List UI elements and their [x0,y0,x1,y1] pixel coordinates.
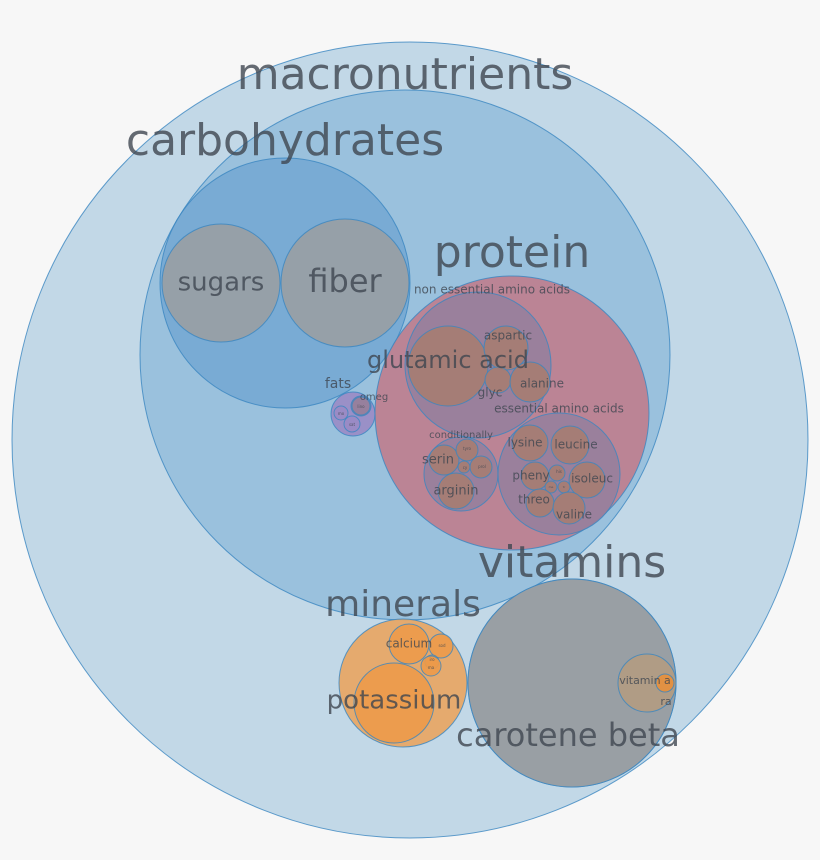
sugars-circle[interactable] [161,223,281,343]
serin-label: serin [422,453,454,468]
glyc-label: glyc [478,386,503,400]
aspartic-label: aspartic [484,329,532,343]
serin-circle[interactable] [428,444,460,476]
calcium-label: calcium [386,637,433,651]
minerals-label: minerals [325,584,481,625]
carbohydrates-label: carbohydrates [126,115,444,166]
sodium-circle[interactable] [428,633,454,659]
alanine-label: alanine [520,377,564,391]
magnesium-circle[interactable] [420,655,442,677]
lino-label: lino [357,404,365,409]
sat-circle[interactable] [343,415,361,433]
mono-circle[interactable] [333,405,349,421]
sugars-label: sugars [178,268,265,298]
threo-label: threo [518,493,550,507]
lysine-circle[interactable] [511,424,549,462]
cy-label: cy [463,465,468,470]
magnesium-label: ma [428,665,435,670]
protein-label: protein [434,227,590,278]
tr-label: tr [563,485,566,489]
glutamic-label: glutamic acid [367,346,529,374]
sodium-label: sod [438,643,446,648]
sat-label: sat [349,422,356,427]
fats-label: fats [325,376,351,392]
potassium-label: potassium [327,686,462,716]
conditionally-label: conditionally [429,430,493,441]
arginin-circle[interactable] [437,472,475,510]
leucine-label: leucine [554,438,597,452]
essential-label: essential amino acids [494,402,624,416]
me-label: me [549,485,554,489]
glutamic-circle[interactable] [407,325,489,407]
mono-label: mo [338,411,345,416]
vitamins-label: vitamins [478,537,666,588]
prol-circle[interactable] [469,455,493,479]
potassium-circle[interactable] [353,662,435,744]
carotene-label: carotene beta [456,716,680,754]
valine-circle[interactable] [552,491,586,525]
tyro-circle[interactable] [455,438,479,462]
valine-label: valine [556,508,592,522]
retinol-label: ra [660,695,671,708]
his-circle[interactable] [548,464,566,482]
iron-label: iro [429,657,435,662]
tyro-label: tyro [463,446,471,451]
isoleuc-label: isoleuc [571,472,613,486]
pheny-label: pheny [512,469,549,483]
retinol-circle[interactable] [655,673,675,693]
vitamina-circle[interactable] [617,653,677,713]
vitamina-label: vitamin a [619,674,671,687]
nonessential-label: non essential amino acids [414,283,570,297]
arginin-label: arginin [433,484,478,499]
fiber-circle[interactable] [280,218,410,348]
omega-label: omeg [360,392,388,403]
isoleuc-circle[interactable] [568,461,606,499]
fiber-label: fiber [308,262,382,300]
lysine-label: lysine [507,436,542,450]
me-circle[interactable] [544,480,558,494]
lino-circle[interactable] [351,396,371,416]
macronutrients-label: macronutrients [237,49,574,100]
alanine-circle[interactable] [509,361,551,403]
his-label: his [556,469,562,474]
leucine-circle[interactable] [550,425,590,465]
prol-label: prol [478,464,486,469]
